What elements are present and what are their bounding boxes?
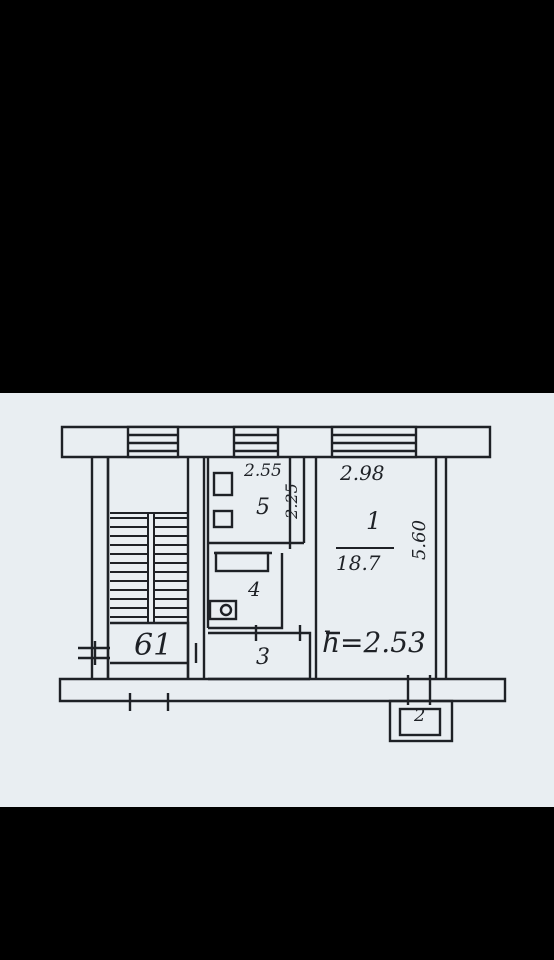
room4-number-label: 4 [248, 577, 261, 601]
room2-number-label: 2 [414, 705, 426, 726]
stair-landing [110, 621, 190, 679]
balcony [388, 699, 454, 743]
door-marks [194, 625, 340, 663]
stair-flights [110, 512, 188, 624]
kitchen-walls [206, 457, 306, 549]
floor-plan-drawing [58, 425, 507, 743]
room1-length-label: 5.60 [409, 519, 431, 561]
entrance-marks [78, 641, 170, 711]
room1-number-label: 1 [366, 507, 382, 535]
floor-plan-sheet: 61 1 18.7 2.98 5.60 2 3 4 5 2.55 2.25 h=… [0, 393, 554, 807]
hall-walls [208, 631, 312, 681]
room5-length-label: 2.25 [281, 483, 301, 519]
sink [212, 509, 234, 529]
room1-area-label: 18.7 [336, 551, 381, 575]
ceiling-height-label: h=2.53 [322, 626, 426, 659]
bath-walls [206, 543, 284, 630]
room5-width-label: 2.55 [244, 461, 282, 481]
bathtub [214, 551, 270, 573]
room1-width-label: 2.98 [340, 461, 385, 485]
room1-walls [314, 457, 448, 679]
room3-number-label: 3 [256, 645, 270, 670]
toilet [208, 599, 238, 621]
exterior-wall-bottom [58, 677, 507, 703]
room5-number-label: 5 [256, 495, 270, 520]
stair-number-label: 61 [134, 628, 173, 663]
stove [212, 471, 234, 497]
